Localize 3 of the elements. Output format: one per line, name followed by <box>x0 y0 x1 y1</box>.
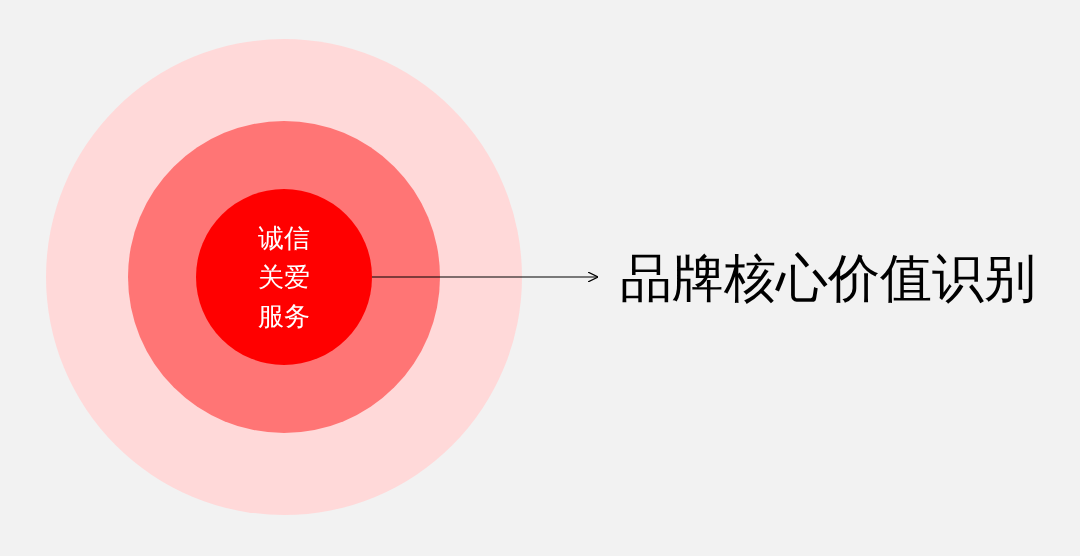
circle-label: 诚信关爱服务 <box>257 221 311 333</box>
arrow <box>371 271 599 283</box>
title-text: 品牌核心价值识别 <box>619 247 1037 310</box>
